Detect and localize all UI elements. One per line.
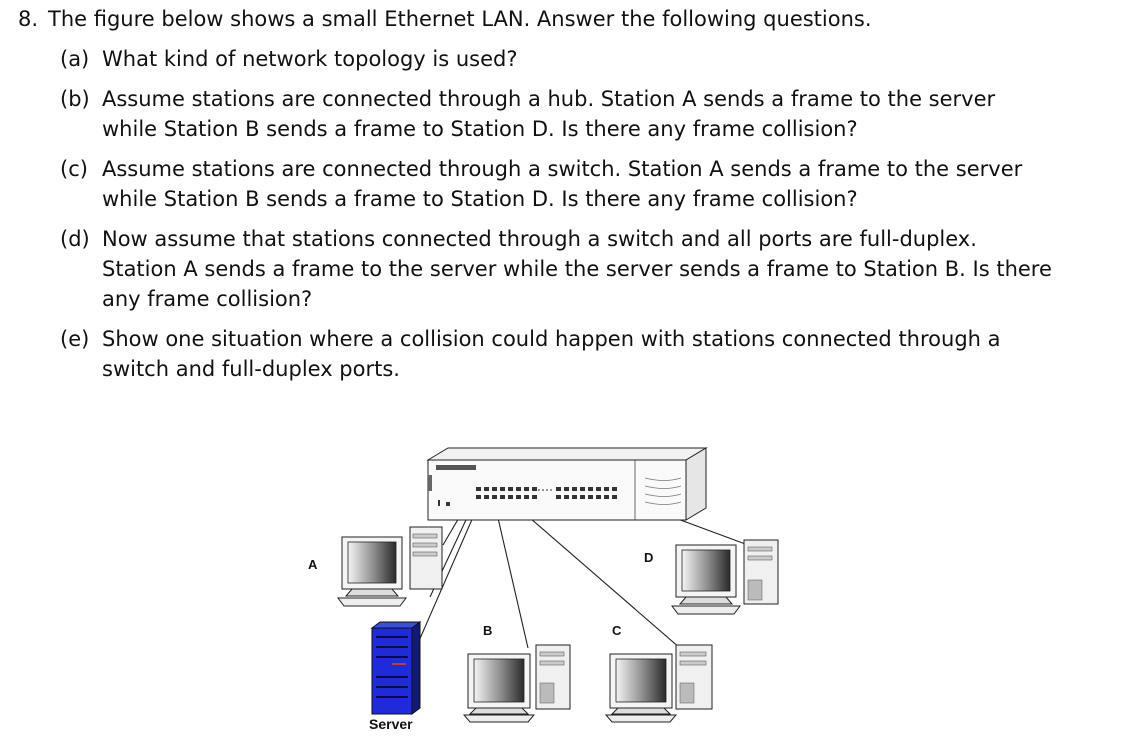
switch-icon — [426, 447, 708, 521]
part-text: Now assume that stations connected throu… — [102, 227, 1052, 311]
question-part-d: (d) Now assume that stations connected t… — [60, 224, 1056, 314]
question-part-b: (b) Assume stations are connected throug… — [60, 84, 1056, 144]
part-text: Assume stations are connected through a … — [102, 157, 1023, 211]
station-a-label: A — [308, 557, 318, 572]
workstation-icon — [604, 644, 713, 723]
question-prompt: The figure below shows a small Ethernet … — [48, 7, 872, 31]
part-label: (e) — [60, 327, 90, 351]
question-part-e: (e) Show one situation where a collision… — [60, 324, 1056, 384]
station-c-label: C — [612, 623, 622, 638]
part-text: Assume stations are connected through a … — [102, 87, 996, 141]
question-header: 8. The figure below shows a small Ethern… — [18, 4, 1103, 34]
station-d-label: D — [644, 550, 653, 565]
workstation-icon — [671, 539, 779, 615]
station-b-label: B — [483, 623, 492, 638]
part-label: (c) — [60, 157, 88, 181]
part-text: Show one situation where a collision cou… — [102, 327, 1001, 381]
server-icon — [370, 621, 422, 715]
question-part-c: (c) Assume stations are connected throug… — [60, 154, 1056, 214]
question-part-a: (a) What kind of network topology is use… — [60, 44, 1056, 74]
workstation-icon — [462, 644, 571, 723]
part-label: (a) — [60, 47, 90, 71]
workstation-icon — [337, 526, 443, 607]
part-text: What kind of network topology is used? — [102, 47, 518, 71]
part-label: (b) — [60, 87, 90, 111]
part-label: (d) — [60, 227, 90, 251]
server-label: Server — [369, 716, 413, 732]
question-number: 8. — [18, 7, 39, 31]
question-8: 8. The figure below shows a small Ethern… — [18, 4, 1103, 394]
question-parts: (a) What kind of network topology is use… — [60, 44, 1056, 384]
